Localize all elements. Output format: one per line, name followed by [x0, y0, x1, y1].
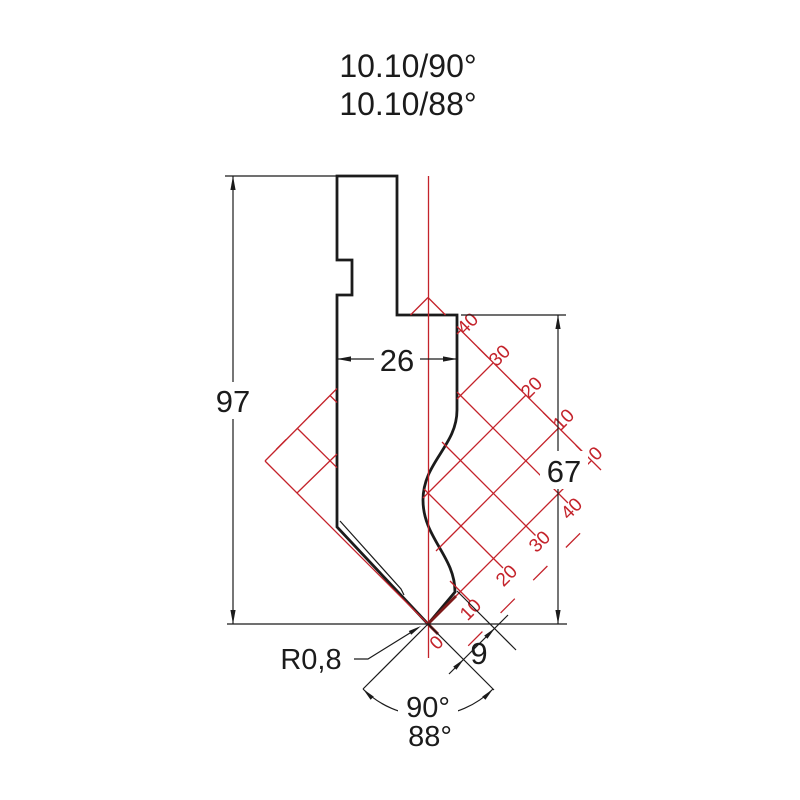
- tip-right-face-overlay: [427, 595, 457, 625]
- dim-radius: R0,8: [280, 626, 421, 676]
- scale-b-label-10: 10: [456, 595, 486, 625]
- dim-angle: 90° 88°: [362, 623, 495, 753]
- scale-grid: 40 30 20 10 0 40 30 20 10 0: [264, 176, 607, 658]
- dim-26-label: 26: [380, 343, 414, 378]
- punch-body: [335, 174, 459, 627]
- dim-97-label: 97: [216, 384, 250, 419]
- scale-b-label-40: 40: [557, 494, 587, 524]
- scale-b-label-30: 30: [525, 527, 555, 557]
- scale-a-labels: 40 30 20 10 0: [453, 309, 607, 465]
- title-line-1: 10.10/90°: [339, 48, 476, 84]
- dim-angle-88-label: 88°: [408, 721, 452, 753]
- tip-variant-line: [339, 520, 405, 596]
- scale-a-label-0: 0: [585, 443, 607, 465]
- scale-b-label-20: 20: [492, 561, 522, 591]
- dim-97: 97: [211, 175, 337, 624]
- dim-9: 9: [448, 590, 517, 675]
- dim-67: 67: [461, 314, 588, 624]
- punch-outline: [335, 174, 459, 627]
- dim-26: 26: [337, 343, 457, 378]
- title-line-2: 10.10/88°: [339, 86, 476, 122]
- dim-67-label: 67: [547, 454, 581, 489]
- dim-9-label: 9: [470, 636, 487, 671]
- scale-b-label-0: 0: [426, 632, 448, 654]
- drawing-title: 10.10/90° 10.10/88°: [339, 48, 476, 122]
- dim-angle-90-label: 90°: [406, 692, 450, 724]
- dim-radius-label: R0,8: [280, 644, 341, 676]
- scale-b-labels: 40 30 20 10 0: [426, 494, 587, 654]
- scale-a-label-10: 10: [549, 405, 579, 435]
